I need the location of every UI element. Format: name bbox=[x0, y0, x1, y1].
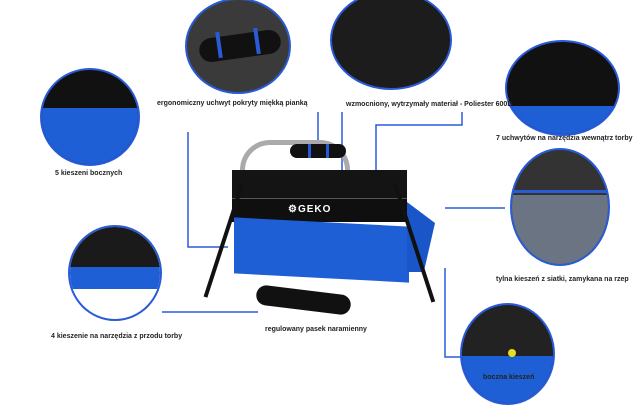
back-pocket-detail-image bbox=[510, 148, 610, 266]
label-strap: regulowany pasek naramienny bbox=[265, 326, 367, 333]
gear-icon: ⚙ bbox=[288, 204, 298, 215]
label-back-pocket: tylna kieszeń z siatki, zamykana na rzep bbox=[496, 276, 629, 283]
geko-logo: ⚙GEKO bbox=[288, 204, 331, 215]
tool-bag-image: ⚙GEKO bbox=[203, 140, 437, 320]
material-detail-image bbox=[330, 0, 452, 90]
label-holders: 7 uchwytów na narzędzia wewnątrz torby bbox=[496, 135, 633, 142]
holders-detail-image bbox=[505, 40, 620, 136]
handle-detail-image bbox=[185, 0, 291, 94]
brand-name: GEKO bbox=[297, 204, 332, 215]
label-material: wzmocniony, wytrzymały materiał - Polies… bbox=[346, 101, 513, 108]
side-pocket-detail-image bbox=[460, 303, 555, 405]
label-side-pockets: 5 kieszeni bocznych bbox=[55, 170, 123, 177]
label-side-pocket: boczna kieszeń bbox=[483, 374, 535, 381]
label-front-pockets: 4 kieszenie na narzędzia z przodu torby bbox=[51, 333, 183, 340]
label-handle: ergonomiczny uchwyt pokryty miękką piank… bbox=[157, 100, 308, 107]
front-pockets-detail-image bbox=[68, 225, 162, 321]
side-pockets-detail-image bbox=[40, 68, 140, 166]
